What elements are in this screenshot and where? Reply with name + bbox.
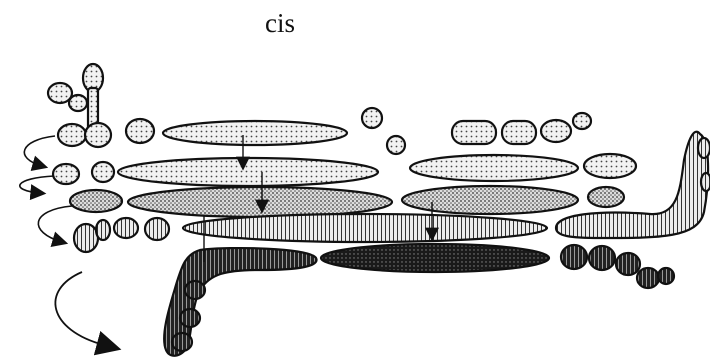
cisterna-row-1 [126,108,591,154]
cisterna-row-2 [53,154,636,186]
budding-vesicle-top [48,64,111,147]
cisterna-row-3 [70,186,624,217]
cisterna-row-5 [164,244,674,356]
